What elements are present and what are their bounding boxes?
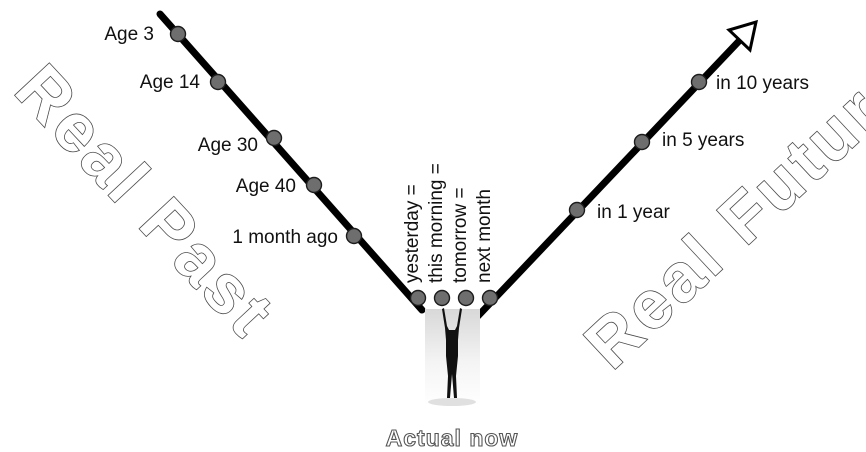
label-this-morning: this morning = (426, 163, 447, 283)
marker-dot-age-3 (169, 25, 187, 43)
label-1-month-ago: 1 month ago (232, 227, 338, 248)
label-age-14: Age 14 (140, 72, 201, 93)
marker-dot-yesterday (409, 289, 427, 307)
marker-dot-this-morning (433, 289, 451, 307)
marker-dot-in-1-year (568, 201, 586, 219)
label-tomorrow: tomorrow = (450, 187, 471, 283)
marker-dot-in-10-years (690, 73, 708, 91)
marker-dot-next-month (481, 289, 499, 307)
marker-dot-age-30 (265, 129, 283, 147)
marker-dot-1-month-ago (345, 227, 363, 245)
marker-dot-age-40 (305, 176, 323, 194)
label-next-month: next month (474, 189, 495, 283)
label-in-5-years: in 5 years (662, 130, 744, 151)
label-age-30: Age 30 (198, 135, 258, 156)
person-arms-raised-icon (425, 308, 480, 406)
real-past-title: Real Past (1, 50, 290, 352)
label-yesterday: yesterday = (402, 184, 423, 283)
actual-now-caption: Actual now (386, 425, 519, 451)
label-age-40: Age 40 (236, 176, 296, 197)
past-timeline-line (156, 10, 426, 314)
marker-dot-tomorrow (457, 289, 475, 307)
arrow-head-icon (726, 19, 758, 53)
marker-dot-age-14 (209, 73, 227, 91)
marker-dot-in-5-years (633, 133, 651, 151)
label-in-10-years: in 10 years (716, 73, 809, 94)
label-age-3: Age 3 (104, 24, 154, 45)
label-in-1-year: in 1 year (597, 202, 671, 223)
